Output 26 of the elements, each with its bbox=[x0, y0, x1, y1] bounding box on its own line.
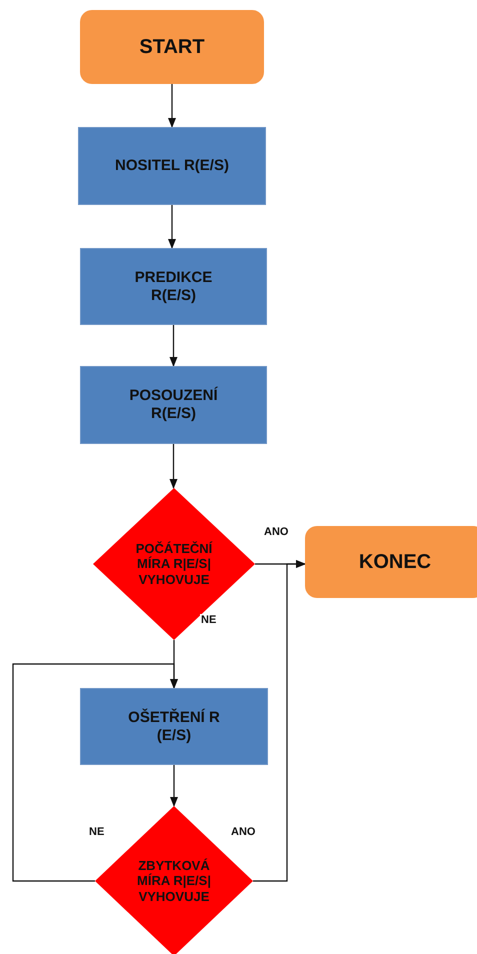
arrow bbox=[253, 560, 306, 882]
process-box bbox=[80, 688, 268, 765]
node-label: KONEC bbox=[358, 550, 432, 574]
decision-diamond bbox=[93, 488, 255, 640]
arrow bbox=[168, 205, 176, 249]
node-label: PREDIKCE R(E/S) bbox=[134, 268, 214, 304]
terminal-box bbox=[80, 10, 264, 84]
process-box bbox=[78, 127, 266, 205]
arrow bbox=[170, 325, 178, 367]
edge-label: ANO bbox=[230, 826, 256, 838]
node-label: POSOUZENÍ R(E/S) bbox=[128, 387, 219, 423]
process-box bbox=[80, 248, 267, 325]
node-label: POČÁTEČNÍ MÍRA R|E/S| VYHOVUJE bbox=[134, 540, 214, 588]
terminal-box bbox=[305, 526, 477, 598]
node-label: START bbox=[139, 35, 205, 59]
edge-label: NE bbox=[200, 614, 218, 626]
node-label: NOSITEL R(E/S) bbox=[115, 157, 229, 175]
edge-label: NE bbox=[88, 826, 106, 838]
edge-label: ANO bbox=[263, 526, 290, 538]
node-label: ZBYTKOVÁ MÍRA R|E/S| VYHOVUJE bbox=[136, 858, 212, 904]
process-box bbox=[80, 366, 267, 444]
arrow bbox=[12, 663, 178, 882]
arrow bbox=[168, 84, 176, 128]
arrow bbox=[170, 444, 178, 489]
node-label: OŠETŘENÍ R (E/S) bbox=[127, 708, 221, 744]
arrow bbox=[170, 765, 178, 807]
